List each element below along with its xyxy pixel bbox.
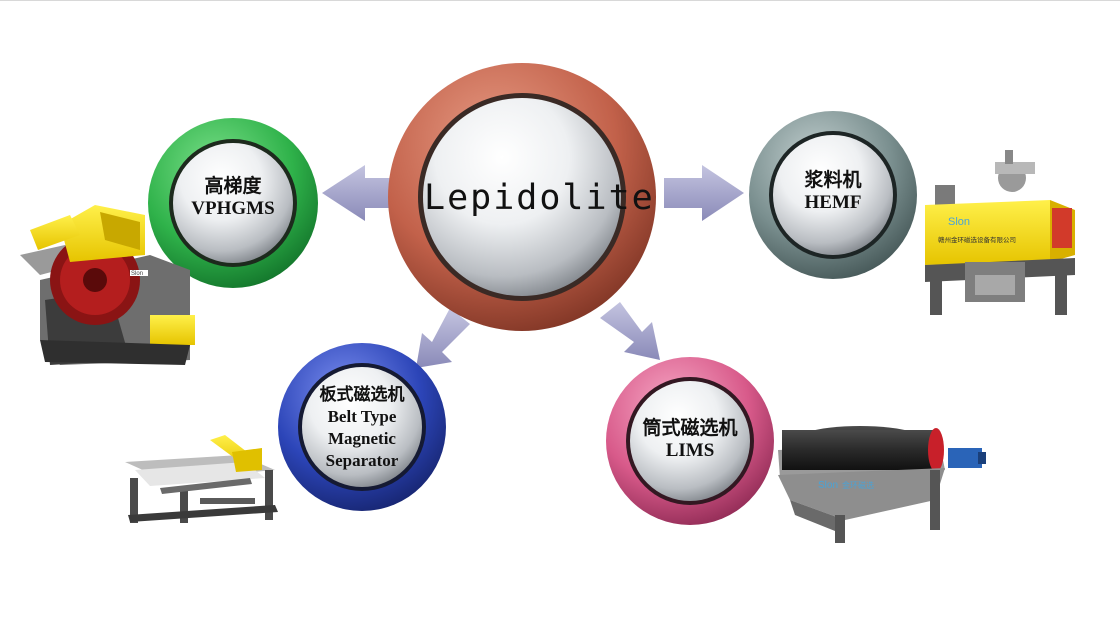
lims-label: 筒式磁选机 LIMS: [625, 418, 755, 462]
belt-machine-image: [125, 435, 278, 523]
lims-label-cn: 筒式磁选机: [642, 418, 738, 439]
belt-label: 板式磁选机 Belt Type Magnetic Separator: [302, 384, 422, 472]
belt-label-cn: 板式磁选机: [319, 385, 405, 404]
hemf-label: 浆料机 HEMF: [773, 170, 893, 214]
hemf-brand-text: Slon: [948, 216, 970, 228]
lims-brand-text: Slon: [818, 480, 838, 491]
top-border: [0, 0, 1120, 1]
belt-label-en-3: Separator: [325, 451, 399, 471]
lims-machine-image: Slon 金环磁选: [778, 426, 986, 543]
vphgms-label-en: VPHGMS: [191, 197, 275, 219]
lims-company-text: 金环磁选: [842, 480, 874, 490]
vphgms-brand-text: Slon: [131, 271, 143, 277]
belt-label-en-1: Belt Type: [327, 407, 397, 427]
vphgms-node: [148, 118, 318, 288]
hemf-label-en: HEMF: [804, 191, 862, 213]
belt-label-en-2: Magnetic: [328, 429, 396, 449]
hemf-machine-image: Slon 赣州金环磁选设备有限公司: [925, 150, 1075, 315]
arrow-right: [664, 165, 744, 221]
lims-node: [606, 357, 774, 525]
lims-label-en: LIMS: [665, 439, 715, 461]
arrow-down-left: [416, 308, 470, 368]
vphgms-label-cn: 高梯度: [204, 176, 262, 197]
vphgms-machine-image: Slon: [20, 205, 195, 365]
hemf-label-cn: 浆料机: [804, 170, 862, 191]
center-node-label: Lepidolite: [424, 178, 655, 218]
belt-node: [278, 343, 446, 511]
hemf-node: [749, 111, 917, 279]
hemf-company-text: 赣州金环磁选设备有限公司: [938, 235, 1016, 244]
center-node: [388, 63, 656, 331]
arrow-left: [322, 165, 398, 221]
arrow-down-right: [600, 302, 660, 360]
vphgms-label: 高梯度 VPHGMS: [173, 176, 293, 220]
